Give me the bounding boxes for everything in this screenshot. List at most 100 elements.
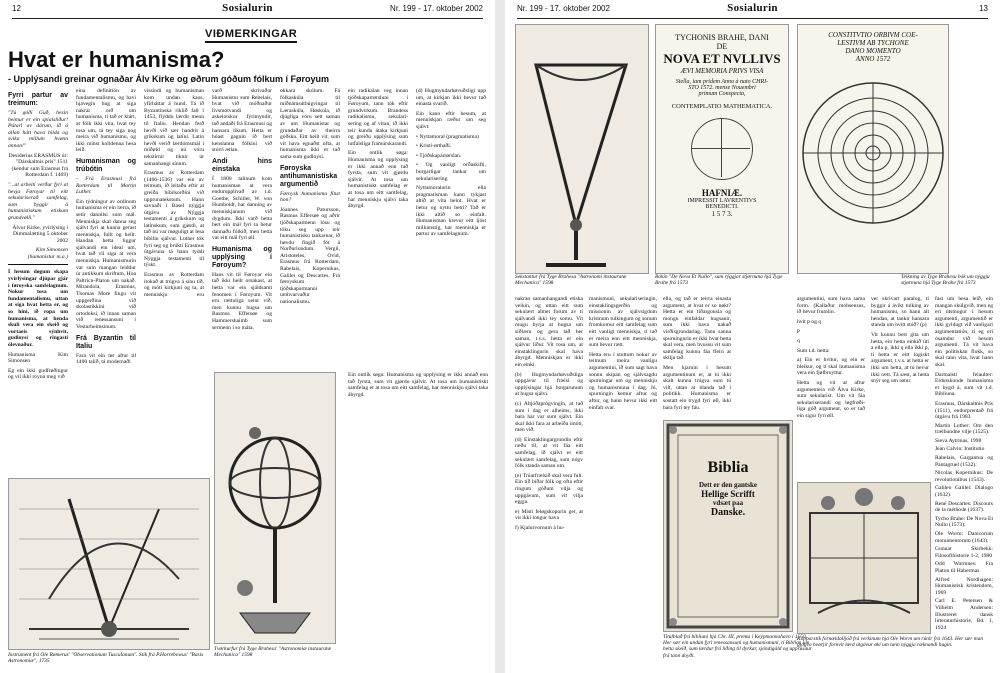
title-line: vdsæt paa [712,499,744,507]
body-paragraph: Í 1800 talinum kom humanisman at vera en… [212,175,272,242]
reference-item: Odd Wormnes: Fra Platon til Habermas [935,561,993,574]
title-line: Biblia [707,459,749,476]
body-paragraph: ein radikalan veg innan tjóðskaparrørslu… [348,88,408,147]
reference-item: Jean Calvin: Institutio [935,446,985,453]
title-line: BENEDICTI. [705,204,739,210]
subheading: Frá Byzantin til Italiu [76,334,136,350]
bible-title-page: Biblia Dett er den gantske Hellige Scrif… [663,420,793,632]
signature: Humanisma Kim Simonsen [8,351,68,365]
quote: "Tú góði Guð, hesin heimur er ein spíals… [8,110,68,149]
formula-line: hvít p og q [797,318,822,325]
reference-item: Nicolas Kopernikus: De revolutionibus (1… [935,470,993,483]
reference-item: Martin Luther: Om den trælbundne vilje (… [935,422,993,436]
plate-de-nova-title-page: TYCHONIS BRAHE, DANI DE NOVA ET NVLLIVS … [655,24,789,274]
article-headline: Hvat er humanisma? [8,47,225,72]
title-line: Danske. [710,507,746,518]
body-paragraph: Fara vit ein tør aftur til 1400 talið, t… [76,352,136,366]
intro-paragraph: Í hesum døgum skapa yvirlýsingar djúpar … [8,269,68,348]
reference-item: Sieva Aytrinas, 1998 [935,437,982,444]
title-line: primum Conspecta, [698,91,746,97]
author-byline: Kim Simonsen (humanistur m.a.) [27,247,68,260]
plate-caption: Bókin "De Nova Et Nullo", sum rýggjar st… [655,274,783,287]
figure-caption: Instrument frá Ole Rømerus' "Observation… [8,652,204,665]
plate-orbit-diagram: CONSTITVTIO ORBIVM COE- LESTIVM AB TYCHO… [797,24,949,274]
reference-item: René Descartes: Discours de la méthode (… [935,500,993,514]
title-line: Hellige Scrifft [701,489,755,499]
body-paragraph: varð skrivaður Humanistur sum Rebelais, … [212,88,272,154]
left-page: 12 Sosialurin Nr. 199 - 17. oktober 2002… [0,0,495,673]
title-line: NOVA ET NVLLIVS [663,51,781,66]
figure-caption: Tvørkurfur frá Tyge Brahesa' "Astronomiæ… [214,646,332,659]
quote-attribution: Álvur Kirke, yvirlýsing í Dimmalætting 5… [12,224,68,244]
title-line: DE [716,42,728,51]
list-item: (e) Trúarfrælsið skal vera fult. Ein tíð… [515,472,583,506]
title-line: IMPRESSIT LAVRENTIVS [687,198,757,204]
list-item: f) Kjalurvornum á hu- [515,525,565,531]
body-paragraph: Jóannes Patursson, Rasmus Effersøe og að… [280,206,340,306]
reference-item: Rabelais, Gargantua og Pantagruel (1532)… [935,455,993,468]
body-paragraph: Hans vit til Føroyar ein tað ikki heilt … [212,271,272,331]
right-page: Nr. 199 - 17. oktober 2002 Sosialurin 13… [505,0,1000,673]
subheading-note: - Frá Erasmusi frá Rotterdam til Martin … [76,175,136,196]
bullet-item: • Kristi-ørthaði. [416,143,452,150]
column-5-lower: Ein ontlík søga: Humanisma og upplýsing … [348,372,488,398]
list-item: (b) Hugmyndarhøvuðsliga uppgávur til fræ… [515,371,583,398]
title-line: TYCHONIS BRAHE, DANI [675,33,769,42]
list-item: (d) Einstaklingargrundin eftir ræðu til,… [515,436,583,470]
subheading: Humanisman og trúbótin [76,157,136,173]
page-gutter [495,0,505,673]
reference-item: Erasmus, Dárskaltnis Prís (1511), endurp… [935,400,993,421]
reference-item: Alfred Nordhagen: Humanistisk kristendom… [935,576,993,596]
title-line: STO 1572. mense Nouembri [688,85,756,91]
right-column-6: fast um hesa leið, ein mangan skúlgvið, … [935,296,993,631]
diagram-icon [691,118,753,180]
formula-line: Sum t.d. hetta: [797,347,830,354]
notes-title: Darmalsti felaulter: Eldurskunde humanis… [935,371,993,398]
divider [8,264,68,266]
column-4: varð skrivaður Humanistur sum Rebelais, … [212,88,272,368]
issue-line: Nr. 199 - 17. oktober 2002 [517,4,610,13]
list-item: e) Misti feløgskopurin ger, at vit ikki … [515,508,583,522]
formula-line: q [797,337,800,344]
figure-caption: Kopparstik fornældalljóð frá verkinum hj… [797,636,984,649]
column-1: Fyrri partur av treimum: "Tú góði Guð, h… [8,88,68,608]
bullet-item: • Tjóðskaparrørslan. [416,152,462,159]
title-line: DANO MOMENTO [845,47,901,55]
masthead-brand: Sosialurin [222,2,273,14]
title-line: 1 5 7 3. [711,210,733,218]
running-header-left: 12 Sosialurin Nr. 199 - 17. oktober 2002 [12,2,483,19]
title-line: CONSTITVTIO ORBIVM COE- [828,31,918,39]
right-column-4: argumentini, sum hava sama form. (Kallað… [797,296,865,419]
sextant-engraving [516,25,648,273]
title-line: CONTEMPLATIO MATHEMATICA. [671,103,773,110]
armillary-engraving [215,373,335,643]
masthead-brand: Sosialurin [727,2,778,14]
list-item: (c) Altjóðaprógvingin, at tað sum í dag … [515,400,583,434]
reference-list: Erasmus, Dárskaltnis Prís (1511), endurp… [935,401,993,631]
reference-item: Galileo Galilei: Dialogo (1632). [935,485,993,499]
body-paragraph: Ein týdningur av ordinum humanisma er ei… [76,198,136,330]
right-column-2: manismuni, sekulariseringin, einstakling… [589,296,657,411]
reference-item: Tycho Brahe: De Nova Et Nullo (1573). [935,515,993,529]
reference-item: Carl E. Petersen & Vilhelm Andersen: Ill… [935,598,993,631]
body-paragraph: (d) Hugmyndarhøvuðsligi upp um, at kirkj… [416,88,486,108]
bullet-item: • Og vanligt orðaskifti, borgarligar tan… [416,162,486,182]
running-header-right: Nr. 199 - 17. oktober 2002 Sosialurin 13 [517,2,988,19]
subheading: Humanisma og upplýsing í Føroyum? [212,245,272,269]
right-column-3: ella, og tað er teirra einasta argument,… [663,296,731,411]
subheading: Andi hins einstaka [212,157,272,173]
section-tag: VIÐMERKINGAR [205,28,298,43]
rune-engraving [798,483,930,633]
subheading-note: Føroysk humanisma fínst hon? [280,190,340,204]
column-3: víssindi og humanisman kom undan kaos, y… [144,88,204,298]
article-columns: Fyrri partur av treimum: "Tú góði Guð, h… [8,88,488,608]
illustration-instrument-left [8,478,210,650]
page-number: 13 [979,4,988,13]
column-6: ein radikalan veg innan tjóðskaparrørslu… [348,88,408,368]
title-line: HAFNIÆ. [701,188,743,198]
column-7: (d) Hugmyndarhøvuðsligi upp um, at kirkj… [416,88,486,608]
title-line: Dett er den gantske [698,481,757,489]
body-paragraph: Erasmus av Rotterdam ítokað at trúgva á … [144,272,204,298]
plate-caption: Teikning av Tyge Brahesu bók um nýggju s… [901,274,990,287]
